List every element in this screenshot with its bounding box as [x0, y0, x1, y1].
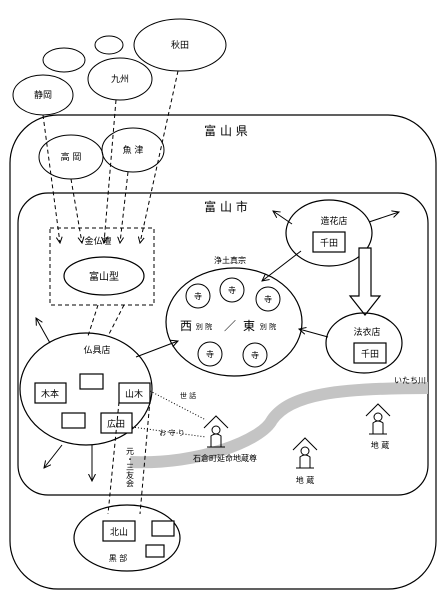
- hoiten-chida-box: [353, 342, 387, 364]
- temple-5-label: 寺: [251, 351, 259, 360]
- arrow-akita-to-kinbutsudan: [140, 70, 179, 243]
- yamaki-box: [118, 382, 151, 404]
- hoiten-circle: [325, 312, 403, 374]
- label-zokaten: 造花店: [320, 215, 347, 227]
- label-toyama-type: 富山型: [89, 270, 119, 283]
- kimoto-box: [34, 382, 67, 404]
- label-kinbutsudan: 金仏壇: [84, 235, 111, 247]
- temple-2-label: 寺: [228, 286, 236, 295]
- kurobe-box-empty-2: [145, 544, 165, 558]
- bubble-kyushu: [87, 57, 153, 101]
- bubble-akita: [133, 18, 227, 72]
- jizo-icon-right: [365, 403, 391, 435]
- temple-3-label: 寺: [264, 295, 272, 304]
- arrow-hoiten-to-temples: [299, 329, 329, 338]
- temple-5: [242, 342, 268, 368]
- prefecture-title: 富 山 県: [204, 123, 248, 138]
- shop-box-empty-2: [61, 412, 86, 429]
- label-kyushu: 九州: [111, 74, 129, 85]
- label-hoiten: 法衣店: [353, 326, 380, 338]
- label-uozu: 魚 津: [123, 144, 144, 156]
- label-butsuguten: 仏具店: [83, 344, 110, 356]
- link-kinbutsudan-to-butsuguten-2: [107, 304, 125, 337]
- label-kurobe: 黒 部: [109, 553, 128, 563]
- label-nishi-betsuin: 別 院: [196, 322, 212, 331]
- dash-bundle-right: [139, 399, 151, 515]
- arrow-butsuguten-nw: [36, 318, 51, 344]
- arrow-zokaten-right: [368, 212, 399, 223]
- label-jizo-right: 地 蔵: [371, 440, 390, 450]
- arrow-shizuoka-to-kinbutsudan: [42, 114, 60, 243]
- label-yamaki: 山木: [125, 388, 143, 400]
- kurobe-box-empty-1: [151, 520, 175, 537]
- arrow-butsuguten-to-temples: [135, 341, 178, 358]
- arrow-uozu-to-kinbutsudan: [120, 171, 129, 243]
- temple-3: [255, 286, 281, 312]
- bubble-uozu: [101, 127, 165, 173]
- label-sewa: 世 話: [180, 391, 196, 400]
- label-kimoto: 木本: [41, 388, 59, 400]
- jodo-shinshu-circle: [165, 267, 303, 377]
- zokaten-chida-box: [312, 231, 346, 253]
- bubble-toyama-type: [63, 256, 145, 296]
- arrow-takaoka-to-kinbutsudan: [70, 178, 82, 243]
- label-zokaten-chida: 千田: [320, 238, 338, 249]
- block-arrow-zokaten-to-hoiten: [348, 247, 382, 316]
- temple-1: [185, 283, 211, 309]
- label-higashi: 東: [243, 319, 255, 333]
- kitayama-box: [102, 520, 136, 542]
- temples: 寺 寺 寺 寺 寺: [185, 277, 281, 368]
- arrow-kyushu-to-kinbutsudan: [104, 99, 117, 243]
- label-kitayama: 北山: [110, 527, 128, 538]
- label-jizo-lower: 地 蔵: [296, 475, 315, 485]
- city-boundary: [17, 192, 429, 496]
- arrow-zokaten-left: [273, 211, 293, 225]
- label-slash: ／: [224, 319, 236, 333]
- kinbutsudan-box: [49, 227, 155, 306]
- label-itachi-river: いたち川: [394, 376, 426, 385]
- city-title: 富 山 市: [204, 199, 248, 214]
- temple-4-label: 寺: [206, 350, 214, 359]
- ishikura-jizo-icon: [203, 415, 229, 448]
- arrow-butsuguten-sw: [44, 444, 63, 468]
- jizo-icon-lower: [292, 437, 318, 469]
- temple-1-label: 寺: [194, 292, 202, 301]
- shop-box-empty-1: [79, 373, 104, 390]
- label-takaoka: 高 岡: [61, 151, 82, 163]
- kurobe-circle: [73, 504, 181, 572]
- bubble-empty-2: [94, 35, 124, 55]
- bubble-empty-1: [42, 47, 86, 73]
- zokaten-circle: [285, 199, 373, 267]
- arrow-zokaten-to-temples: [262, 250, 302, 281]
- dotted-hirota-to-jizo-2: [131, 426, 207, 438]
- label-moto-sanyukai: 元・三友会: [126, 447, 135, 488]
- label-omamori: お 守 り: [159, 428, 184, 437]
- label-ishikura-jizo: 石倉町延命地蔵尊: [193, 453, 257, 463]
- temple-4: [197, 341, 223, 367]
- label-hirota: 広田: [107, 418, 125, 430]
- dotted-yamaki-to-jizo-1: [149, 390, 207, 421]
- label-higashi-betsuin: 別 院: [260, 322, 276, 331]
- dash-bundle-left: [107, 401, 120, 515]
- label-hoiten-chida: 千田: [361, 349, 379, 360]
- temple-2: [219, 277, 245, 303]
- itachi-river: [129, 382, 429, 469]
- label-akita: 秋田: [171, 39, 189, 51]
- prefecture-boundary: [9, 114, 437, 590]
- label-jodo-shinshu: 浄土真宗: [214, 255, 246, 265]
- butsuguten-circle: [19, 332, 153, 446]
- label-nishi: 西: [180, 319, 192, 333]
- link-kinbutsudan-to-butsuguten-1: [87, 304, 99, 337]
- label-shizuoka: 静岡: [34, 89, 52, 101]
